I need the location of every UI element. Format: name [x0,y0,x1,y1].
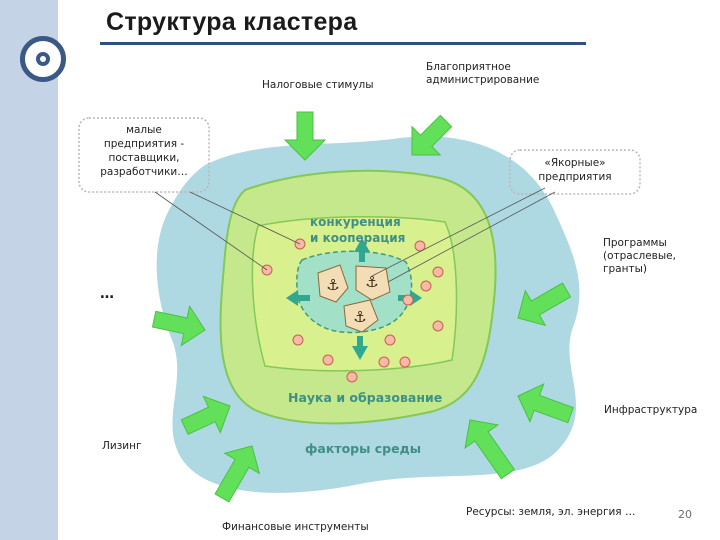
page-title: Структура кластера [106,8,358,36]
arrow-infrastructure [517,383,574,424]
arrow-leasing [180,395,231,436]
anchor-icon: ⚓ [353,308,366,326]
zone-science-label: Наука и образование [288,390,443,405]
label-financial: Финансовые инструменты [222,521,369,533]
label-small-enterprises: малые предприятия - поставщики, разработ… [100,124,188,178]
arrow-up [354,238,370,262]
small-enterprise-dot [402,294,414,306]
arrow-programs [517,282,572,327]
small-enterprise-dot [420,280,432,292]
anchor-icon: ⚓ [326,276,339,294]
small-enterprises [261,238,444,383]
page-number: 20 [678,508,692,521]
anchor-enterprise-3 [343,299,379,333]
small-enterprise-dot [384,334,396,346]
small-enterprise-dot [378,356,390,368]
ring-logo-icon [20,36,66,82]
anchor-icon: ⚓ [365,273,378,291]
label-ellipsis: … [100,286,114,302]
arrow-down [352,336,368,360]
small-enterprise-dot [292,334,304,346]
label-leasing: Лизинг [102,440,142,452]
arrow-admin [411,114,453,156]
anchor-enterprise-2 [355,265,391,301]
title-rule [100,42,586,45]
zone-environment-label: факторы среды [305,441,421,456]
anchor-enterprise-1 [317,264,349,303]
small-enterprise-dot [432,266,444,278]
small-enterprise-dot [414,240,426,252]
small-enterprise-dot [432,320,444,332]
arrow-financial [214,445,261,503]
label-tax-incentives: Налоговые стимулы [262,79,374,91]
small-enterprise-dot [346,371,358,383]
callout-small-box [78,117,210,193]
label-infrastructure: Инфраструктура [604,404,698,416]
arrow-left [286,290,310,306]
label-anchor-enterprises: «Якорные» предприятия [538,157,612,183]
connector-lines [154,187,556,283]
label-programs: Программы (отраслевые, гранты) [603,237,676,275]
arrow-ellipsis [151,304,206,347]
side-band [0,0,58,540]
label-resources: Ресурсы: земля, эл. энергия … [466,506,636,518]
callout-anchor-box [509,149,641,195]
label-admin: Благоприятное администрирование [426,61,540,86]
small-enterprise-dot [399,356,411,368]
factor-arrows [151,111,574,503]
arrow-tax [283,111,327,161]
zone-competition-label: конкуренция и кооперация [310,215,406,245]
arrow-resources [464,419,516,480]
small-enterprise-dot [322,354,334,366]
